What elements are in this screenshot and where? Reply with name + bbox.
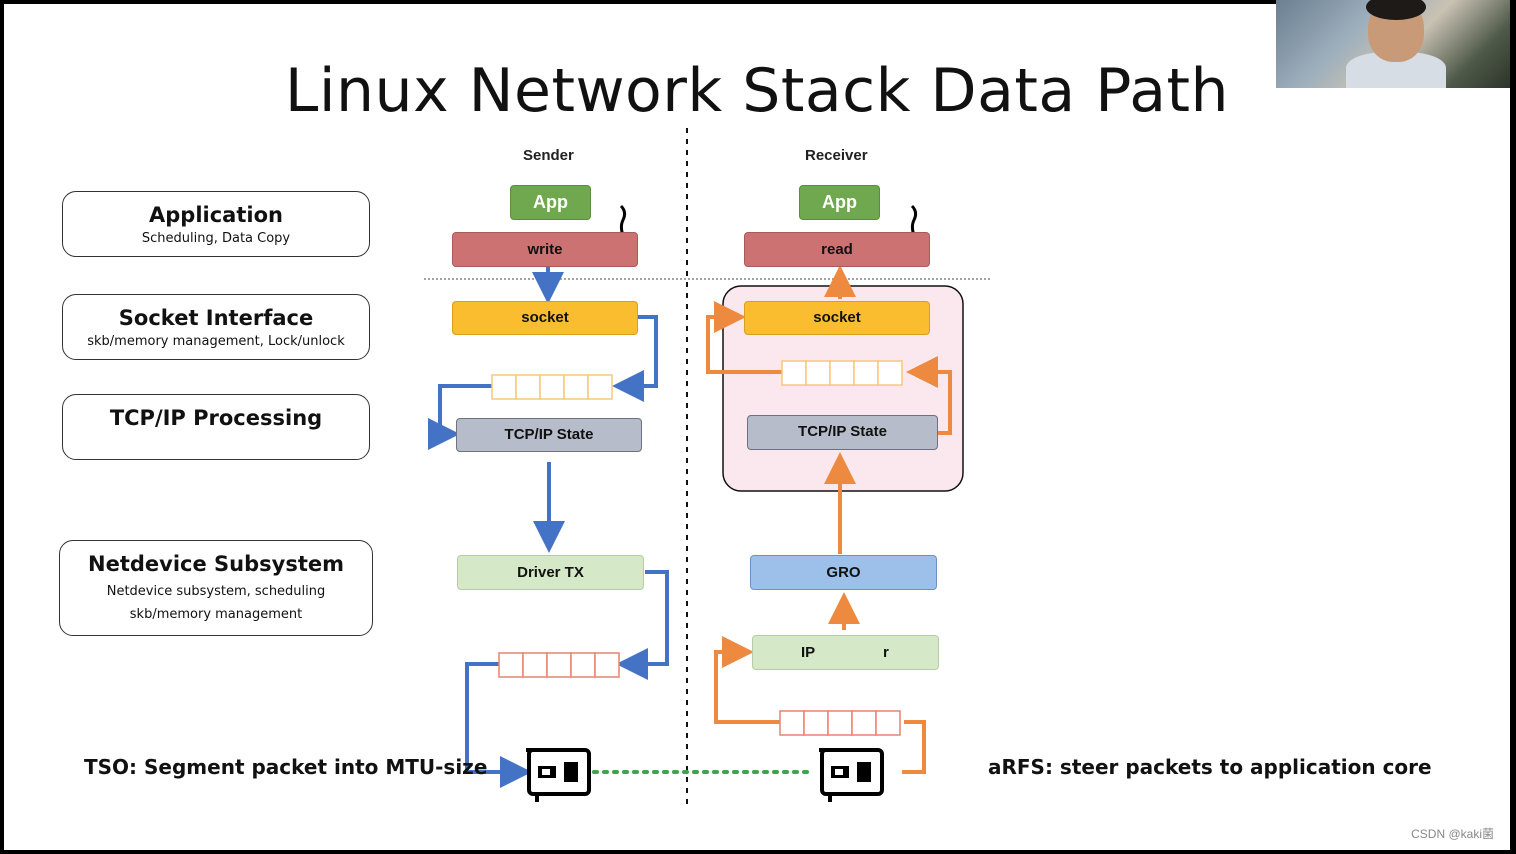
sender-write-box: write [452, 232, 638, 267]
layer-netdevice-subsystem: Netdevice Subsystem Netdevice subsystem,… [59, 540, 373, 636]
arfs-note: aRFS: steer packets to application core [988, 755, 1432, 779]
slide-title: Linux Network Stack Data Path [284, 56, 1230, 126]
layer-title: TCP/IP Processing [109, 406, 323, 430]
layer-subtitle: Netdevice subsystem, scheduling [106, 584, 326, 599]
layer-subtitle-2: skb/memory management [129, 607, 303, 622]
layer-tcpip-processing: TCP/IP Processing [62, 394, 370, 460]
layer-title: Netdevice Subsystem [88, 552, 344, 576]
layer-title: Socket Interface [118, 306, 314, 330]
receiver-ip-layer-box: IP r [752, 635, 939, 670]
layer-socket-interface: Socket Interface skb/memory management, … [62, 294, 370, 360]
receiver-socket-box: socket [744, 301, 930, 335]
sender-socket-box: socket [452, 301, 638, 335]
receiver-socket-queue [781, 360, 903, 386]
receiver-header: Receiver [805, 147, 868, 164]
sender-nic-icon [526, 748, 591, 802]
sender-header: Sender [523, 147, 574, 164]
presenter-hair [1366, 0, 1426, 20]
sender-driver-queue [498, 652, 620, 678]
layer-subtitle: skb/memory management, Lock/unlock [87, 334, 345, 349]
layer-application: Application Scheduling, Data Copy [62, 191, 370, 257]
receiver-gro-box: GRO [750, 555, 937, 590]
layer-subtitle: Scheduling, Data Copy [141, 231, 291, 246]
sender-tcpip-state-box: TCP/IP State [456, 418, 642, 452]
ip-label-right: r [883, 644, 889, 661]
watermark: CSDN @kaki菌 [1411, 827, 1494, 841]
layer-title: Application [149, 203, 283, 227]
tso-note: TSO: Segment packet into MTU-size [84, 755, 488, 779]
receiver-nic-icon [819, 748, 884, 802]
receiver-ring-queue [779, 710, 901, 736]
presenter-webcam-video [1276, 0, 1510, 88]
receiver-read-box: read [744, 232, 930, 267]
receiver-app-box: App [799, 185, 880, 220]
receiver-tcpip-state-box: TCP/IP State [747, 415, 938, 450]
slide: Linux Network Stack Data Path Applicatio… [4, 4, 1510, 850]
sender-socket-queue [491, 374, 613, 400]
ip-label-left: IP [801, 644, 816, 661]
sender-driver-tx-box: Driver TX [457, 555, 644, 590]
sender-app-box: App [510, 185, 591, 220]
